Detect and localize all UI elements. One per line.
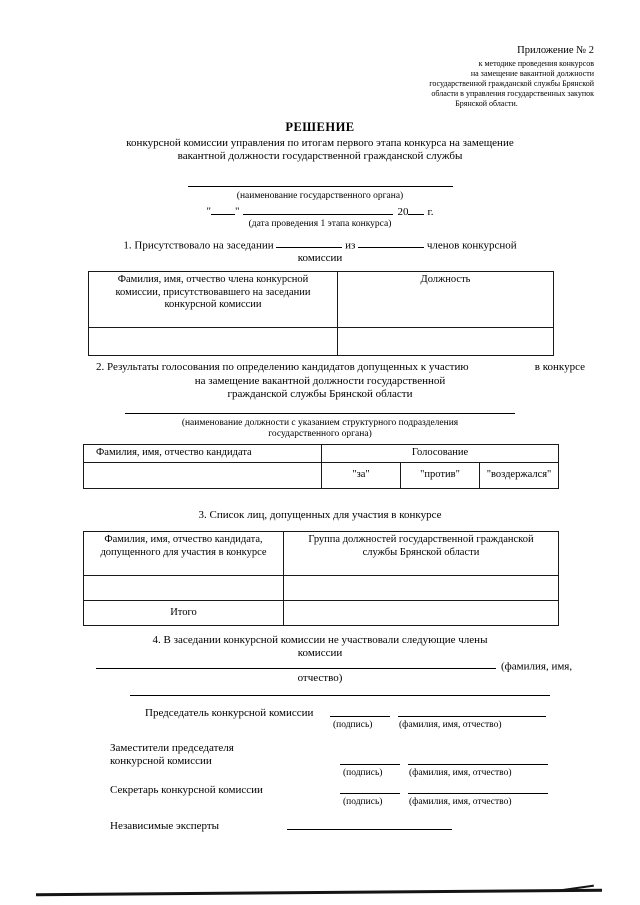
absent-members-blank-line2 — [130, 686, 550, 700]
secretary-sign-caption: (подпись) — [343, 797, 383, 807]
appendix-ref-line: к методике проведения конкурсов — [478, 59, 594, 68]
date-open-quote: " — [206, 205, 211, 218]
title-block: РЕШЕНИЕ конкурсной комиссии управления п… — [0, 121, 640, 163]
vote-option-against: "против" — [400, 462, 480, 489]
attendance-col2-header: Должность — [337, 271, 554, 328]
date-year-blank — [408, 204, 425, 215]
org-date-block: (наименование государственного органа) "… — [0, 177, 640, 265]
deputy-label-line1: Заместители председателя — [110, 742, 234, 754]
secretary-name-blank — [408, 784, 548, 795]
appendix-ref-line: государственной гражданской службы Брянс… — [429, 79, 594, 88]
chairman-sign-caption: (подпись) — [333, 720, 373, 730]
item2-line1-tail: в конкурсе — [534, 361, 585, 373]
deputy-name-blank — [408, 755, 548, 766]
voting-empty-cell — [83, 462, 322, 489]
vote-option-abstained: "воздержался" — [478, 462, 560, 489]
appendix-block: Приложение № 2 к методике проведения кон… — [379, 44, 594, 109]
date-line: " " 20 г. — [0, 204, 640, 218]
appendix-ref-line: Брянской области. — [455, 99, 518, 108]
deputy-sign-line — [340, 755, 548, 769]
voting-col2-header: Голосование — [320, 444, 560, 463]
date-close-quote: " — [234, 205, 240, 218]
date-caption: (дата проведения 1 этапа конкурса) — [248, 218, 392, 229]
secretary-signature-blank — [340, 784, 400, 795]
position-name-blank — [125, 404, 515, 415]
item2-block: на замещение вакантной должности государ… — [0, 375, 640, 440]
item2-line1: 2. Результаты голосования по определению… — [96, 361, 585, 374]
secretary-label: Секретарь конкурсной комиссии — [110, 784, 263, 796]
position-caption-line1: (наименование должности с указанием стру… — [181, 418, 459, 429]
appendix-ref-line: области в управления государственных зак… — [431, 89, 594, 98]
attendance-col1-header: Фамилия, имя, отчество члена конкурсной … — [88, 271, 338, 328]
experts-label: Независимые эксперты — [110, 820, 220, 832]
item3-title: 3. Список лиц, допущенных для участия в … — [198, 509, 442, 521]
appendix-number: Приложение № 2 — [517, 45, 594, 56]
date-month-blank — [243, 204, 394, 215]
absent-members-line: (фамилия, имя, — [96, 659, 588, 673]
absent-members-blank2 — [130, 686, 550, 697]
admitted-empty-cell — [83, 575, 284, 601]
deputy-signature-blank — [340, 755, 400, 766]
admitted-empty-cell — [283, 575, 559, 601]
deputy-label: Заместители председателя конкурсной коми… — [110, 742, 234, 768]
date-century: 20 — [397, 205, 409, 218]
admitted-total-label: Итого — [83, 600, 284, 626]
absent-name-caption-1: (фамилия, имя, — [501, 660, 573, 673]
attendance-empty-cell — [88, 327, 338, 356]
item2-line1-text: 2. Результаты голосования по определению… — [96, 361, 469, 373]
item4-line2: комиссии — [297, 647, 343, 659]
item1-text-middle: из — [345, 239, 356, 252]
document-subtitle-line: конкурсной комиссии управления по итогам… — [126, 137, 514, 149]
admitted-col2-header: Группа должностей государственной гражда… — [283, 531, 559, 576]
absent-members-blank — [96, 659, 496, 670]
item4-line1: 4. В заседании конкурсной комиссии не уч… — [152, 634, 488, 646]
admitted-table: Фамилия, имя, отчество кандидата, допуще… — [83, 531, 559, 626]
admitted-col1-header: Фамилия, имя, отчество кандидата, допуще… — [83, 531, 284, 576]
position-name-blank-line — [0, 404, 640, 418]
chairman-label: Председатель конкурсной комиссии — [145, 707, 314, 719]
item2-line2: на замещение вакантной должности государ… — [194, 375, 446, 387]
attendance-empty-cell — [337, 327, 554, 356]
org-name-blank-line — [0, 177, 640, 191]
date-year-suffix: г. — [427, 205, 434, 218]
deputy-sign-caption: (подпись) — [343, 768, 383, 778]
experts-sign-line — [287, 820, 452, 834]
voting-table: Фамилия, имя, отчество кандидата Голосов… — [83, 444, 560, 489]
scan-artifact-line — [35, 888, 603, 897]
appendix-ref-line: на замещение вакантной должности — [470, 69, 594, 78]
voting-col1-header: Фамилия, имя, отчество кандидата — [83, 444, 322, 463]
attendance-table: Фамилия, имя, отчество члена конкурсной … — [88, 271, 554, 356]
position-caption-line2: государственного органа) — [268, 429, 372, 440]
item1-text-end: членов конкурсной — [426, 239, 517, 252]
secretary-name-caption: (фамилия, имя, отчество) — [409, 797, 512, 807]
item2-line3: гражданской службы Брянской области — [227, 388, 413, 400]
item1-line2: комиссии — [297, 252, 343, 265]
org-caption: (наименование государственного органа) — [236, 191, 404, 202]
item1-line1: 1. Присутствовало на заседании из членов… — [0, 238, 640, 252]
total-count-blank — [358, 238, 425, 249]
date-day-blank — [210, 204, 235, 215]
secretary-sign-line — [340, 784, 548, 798]
chairman-signature-blank — [330, 707, 390, 718]
deputy-name-caption: (фамилия, имя, отчество) — [409, 768, 512, 778]
document-subtitle-line: вакантной должности государственной граж… — [177, 150, 463, 162]
org-name-blank — [187, 177, 453, 188]
absent-name-caption-2: отчество) — [297, 672, 343, 684]
chairman-sign-line — [330, 707, 546, 721]
present-count-blank — [276, 238, 343, 249]
chairman-name-caption: (фамилия, имя, отчество) — [399, 720, 502, 730]
experts-name-blank — [287, 820, 452, 831]
item1-text-start: 1. Присутствовало на заседании — [123, 239, 274, 252]
chairman-name-blank — [398, 707, 546, 718]
document-title: РЕШЕНИЕ — [285, 120, 355, 134]
admitted-total-cell — [283, 600, 559, 626]
vote-option-for: "за" — [321, 462, 401, 489]
deputy-label-line2: конкурсной комиссии — [110, 755, 212, 767]
item4-block: 4. В заседании конкурсной комиссии не уч… — [0, 634, 640, 660]
